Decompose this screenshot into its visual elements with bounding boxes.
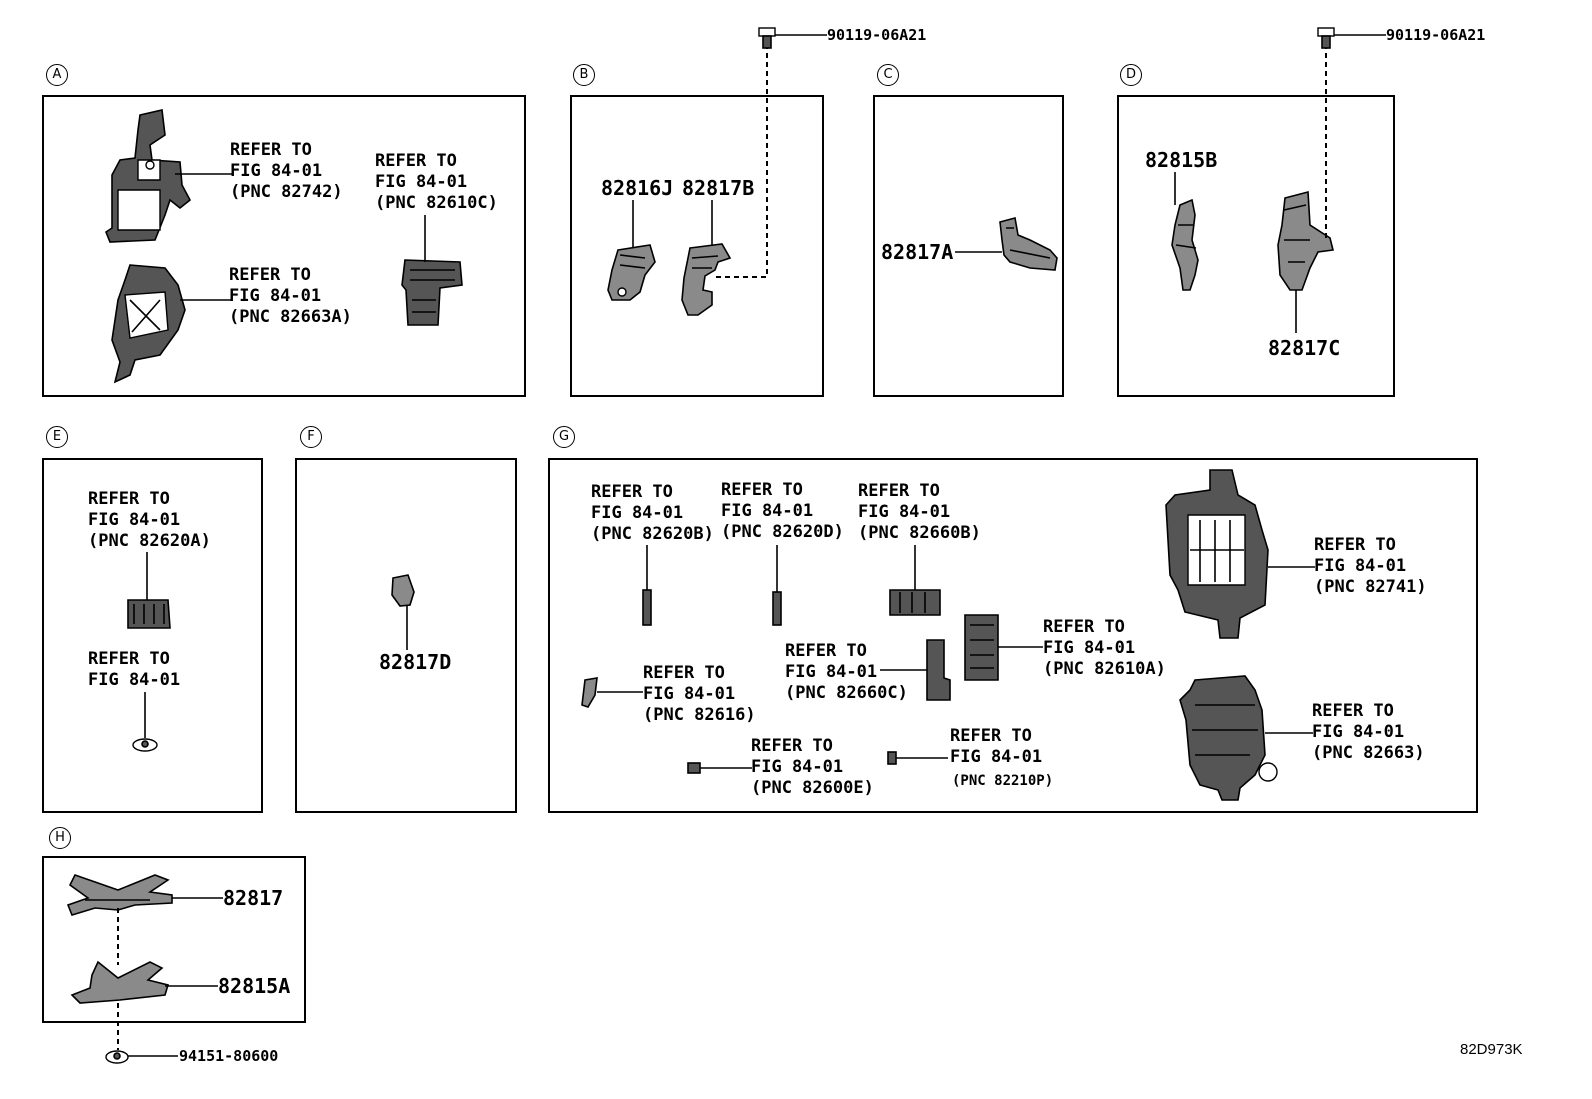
part-82620B-drawing [642,589,652,626]
section-f-label: F [300,426,322,448]
refer-text-pnc-82610C: REFER TO FIG 84-01 (PNC 82610C) [375,151,498,213]
refer-text-e-clip: REFER TO FIG 84-01 [88,649,181,690]
part-number-82815B: 82815B [1145,148,1218,172]
section-d-label: D [1120,64,1142,86]
refer-text-pnc-82610A: REFER TO FIG 84-01 (PNC 82610A) [1043,617,1166,679]
section-g-label: G [553,426,575,448]
diagram-id: 82D973K [1460,1041,1523,1058]
refer-text-pnc-82600E: REFER TO FIG 84-01 (PNC 82600E) [751,736,874,798]
refer-text-pnc-82663: REFER TO FIG 84-01 (PNC 82663) [1312,701,1425,763]
part-82663-drawing [1179,675,1278,801]
part-number-82817D: 82817D [379,650,452,674]
refer-pnc-82210P: (PNC 82210P) [952,773,1054,789]
bolt-b-drawing [758,27,776,49]
refer-text-pnc-82741: REFER TO FIG 84-01 (PNC 82741) [1314,535,1427,597]
part-82742-drawing [105,109,192,243]
part-number-82817C: 82817C [1268,336,1341,360]
refer-text-pnc-82660C: REFER TO FIG 84-01 (PNC 82660C) [785,641,908,703]
section-a-box [42,95,526,397]
bolt-number-d: 90119-06A21 [1386,26,1486,44]
nut-number-h: 94151-80600 [179,1047,279,1065]
part-number-82817A: 82817A [881,240,954,264]
section-a-label: A [46,64,68,86]
part-number-82815A: 82815A [218,974,291,998]
part-82817-drawing [66,874,173,916]
bolt-d-drawing [1317,27,1335,49]
refer-text-pnc-82620B: REFER TO FIG 84-01 (PNC 82620B) [591,482,714,544]
part-82817D-drawing [391,574,415,607]
part-82616-drawing [581,677,598,708]
part-82741-drawing [1165,469,1269,639]
refer-text-pnc-82620D: REFER TO FIG 84-01 (PNC 82620D) [721,480,844,542]
section-b-box [570,95,824,397]
nut-h-drawing [105,1050,129,1064]
part-number-82817: 82817 [223,886,284,910]
section-c-box [873,95,1064,397]
refer-text-pnc-82620A: REFER TO FIG 84-01 (PNC 82620A) [88,489,211,551]
part-82663A-drawing [111,264,186,384]
part-82610A-drawing [964,614,999,681]
section-g-box [548,458,1478,813]
section-d-box [1117,95,1395,397]
refer-text-pnc-82663A: REFER TO FIG 84-01 (PNC 82663A) [229,265,352,327]
part-number-82817B: 82817B [682,176,755,200]
part-82817C-drawing [1277,190,1334,291]
refer-text-pnc-82742: REFER TO FIG 84-01 (PNC 82742) [230,140,343,202]
section-h-box [42,856,306,1023]
part-82660C-drawing [926,639,951,701]
section-b-label: B [573,64,595,86]
section-e-box [42,458,263,813]
bolt-number-b: 90119-06A21 [827,26,927,44]
part-82620D-drawing [772,591,782,626]
part-82817B-drawing [681,243,732,316]
refer-text-pnc-82210P: REFER TO FIG 84-01 [950,726,1043,767]
section-c-label: C [877,64,899,86]
part-82660B-drawing [889,589,941,616]
section-h-label: H [49,827,71,849]
section-f-box [295,458,517,813]
part-82620A-drawing [127,599,171,629]
part-number-82816J: 82816J [601,176,674,200]
part-82816J-drawing [607,244,656,301]
part-e-clip-drawing [132,738,158,752]
part-82815B-drawing [1171,198,1199,291]
refer-text-pnc-82616: REFER TO FIG 84-01 (PNC 82616) [643,663,756,725]
part-82210P-drawing [887,751,897,765]
part-82817A-drawing [999,217,1058,271]
part-82815A-drawing [70,960,170,1004]
section-e-label: E [46,426,68,448]
part-82610C-drawing [401,259,463,326]
part-82600E-drawing [687,762,701,774]
refer-text-pnc-82660B: REFER TO FIG 84-01 (PNC 82660B) [858,481,981,543]
